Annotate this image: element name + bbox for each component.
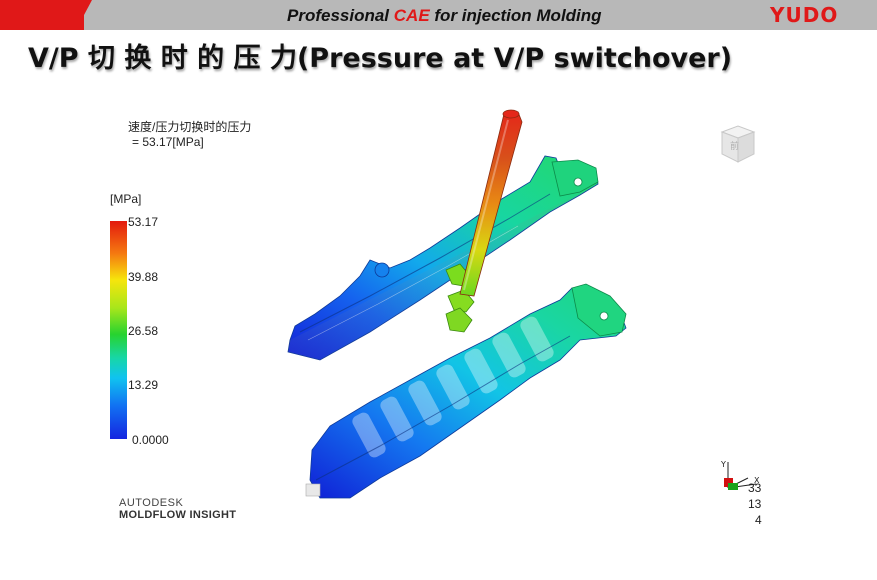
moldflow-logo-text: MOLDFLOW INSIGHT (119, 509, 237, 521)
svg-text:Y: Y (720, 460, 726, 469)
subtitle-text-end: for injection Molding (429, 6, 602, 25)
sprue (459, 109, 523, 297)
legend-tick-min: 0.0000 (132, 433, 169, 447)
legend-tick-mid: 26.58 (128, 324, 159, 338)
header-gray-band (84, 0, 877, 30)
legend-tick-max: 53.17 (128, 215, 159, 229)
scale-value-2: 13 (748, 497, 762, 511)
view-cube-face-label: 前 (730, 140, 739, 152)
result-name: 速度/压力切换时的压力 (128, 120, 252, 134)
header-subtitle: Professional CAE for injection Molding (287, 6, 602, 26)
header-bar: Professional CAE for injection Molding Y… (0, 0, 877, 32)
scale-value-3: 4 (755, 513, 762, 527)
result-annotation: 速度/压力切换时的压力 = 53.17[MPa] (128, 120, 251, 150)
header-red-tab (0, 0, 84, 30)
autodesk-logo-text: AUTODESK (119, 497, 184, 509)
view-cube-icon[interactable]: 前 (718, 122, 758, 164)
pressure-result-model[interactable] (260, 100, 640, 520)
legend-tick-high: 39.88 (128, 270, 159, 284)
axis-triad-icon: Y X (720, 460, 760, 490)
legend-unit: [MPa] (110, 192, 142, 206)
scale-value-1: 33 (748, 481, 762, 495)
page-title: V/P 切 换 时 的 压 力(Pressure at V/P switchov… (28, 43, 733, 74)
legend-tick-low: 13.29 (128, 378, 159, 392)
upper-part (287, 155, 599, 361)
header-red-notch (76, 0, 92, 30)
svg-text:X: X (754, 476, 760, 485)
lower-part (305, 283, 627, 499)
legend-color-bar (110, 221, 127, 439)
subtitle-accent: CAE (393, 6, 430, 25)
subtitle-text: Professional (287, 6, 394, 25)
result-value: = 53.17[MPa] (132, 135, 204, 149)
brand-logo: YUDO (770, 3, 839, 27)
runner-gate (445, 263, 475, 333)
